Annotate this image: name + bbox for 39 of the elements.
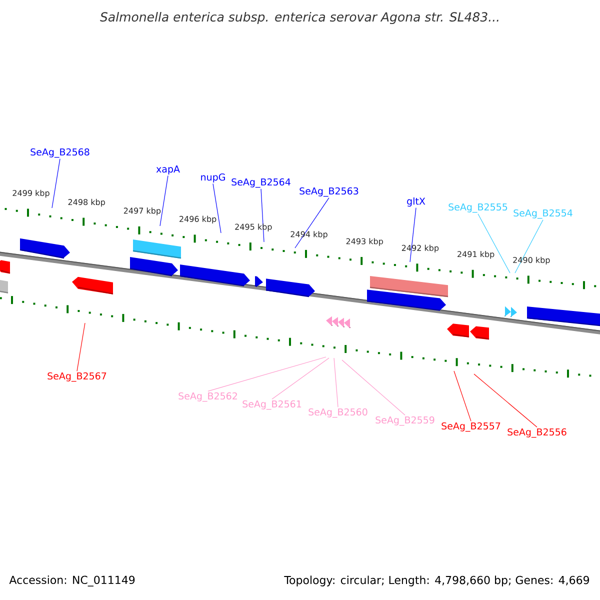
leader-line — [52, 158, 60, 208]
gene-label: SeAg_B2557 — [442, 422, 500, 432]
gene-label: SeAg_B2560 — [308, 408, 368, 418]
leader-line — [474, 374, 538, 428]
leader-line — [294, 198, 330, 248]
leader-line — [454, 370, 472, 422]
leader-line — [410, 208, 416, 262]
leader-line — [514, 220, 544, 274]
tick-label: 2493 kbp — [346, 238, 383, 246]
footer-text: Topology: circular; Length: 4,798,660 bp; Genes: 4,669 — [284, 576, 590, 586]
tick-label: 2496 kbp — [180, 216, 216, 224]
gene-label: xapA — [156, 166, 180, 174]
leader-line — [342, 360, 406, 416]
leader-line — [76, 322, 86, 372]
gene-label: SeAg_B2563 — [300, 187, 358, 197]
gene-label: SeAg_B2561 — [242, 400, 302, 410]
gene-label: SeAg_B2554 — [514, 209, 572, 219]
leader-line — [334, 358, 338, 408]
leader-line — [260, 188, 264, 242]
gene-label: SeAg_B2556 — [508, 428, 566, 438]
gene-label: SeAg_B2568 — [30, 148, 90, 158]
gene-label: SeAg_B2559 — [376, 416, 434, 426]
leader-line — [212, 183, 222, 234]
footer-text: Accession: NC_011149 — [9, 576, 135, 586]
leader-line — [208, 356, 326, 392]
tick-label: 2498 kbp — [68, 198, 105, 207]
leader-line — [160, 175, 168, 226]
gene-label: gltX — [407, 197, 426, 207]
tick-label: 2497 kbp — [124, 208, 161, 216]
gene-label: SeAg_B2564 — [232, 178, 290, 188]
gene-label: SeAg_B2562 — [178, 392, 237, 402]
title: Salmonella enterica subsp. enterica serovar Agona str. SL483... — [100, 12, 498, 24]
gene-label: SeAg_B2555 — [448, 203, 508, 213]
tick-label: 2499 kbp — [12, 190, 50, 198]
gene-label: SeAg_B2567 — [48, 372, 106, 382]
leader-line — [272, 358, 330, 400]
leader-line — [478, 214, 510, 274]
gene-label: nupG — [201, 173, 225, 183]
tick-label: 2491 kbp — [458, 251, 494, 259]
